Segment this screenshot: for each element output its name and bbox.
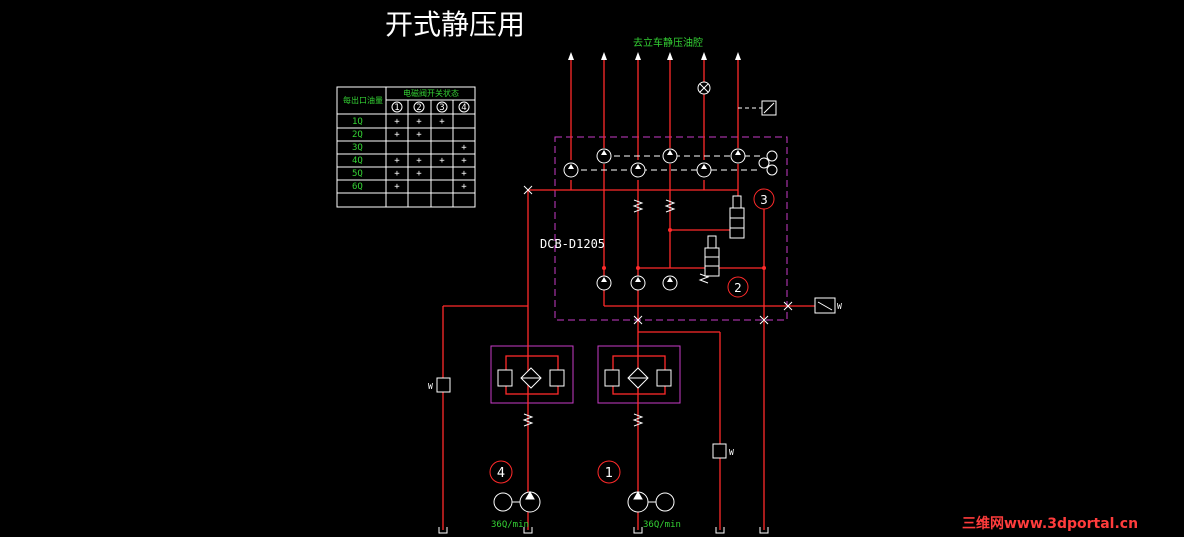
- divider-arrows-upper: [568, 150, 741, 169]
- table-cell: +: [416, 156, 422, 166]
- badge-3: 3: [753, 188, 775, 210]
- divider-arrows-lower: [601, 277, 673, 282]
- badge-2-label: 2: [734, 281, 742, 295]
- table-header-right: 电磁阀开关状态: [403, 88, 459, 98]
- table-cell: +: [439, 156, 445, 166]
- badge-2: 2: [727, 276, 749, 298]
- table-row-label: 5Q: [352, 169, 363, 179]
- drawing-title: 开式静压用: [385, 8, 525, 41]
- table-cell: +: [461, 169, 467, 179]
- badge-4-label: 4: [497, 466, 505, 481]
- badge-1: 1: [597, 460, 621, 484]
- table-cell: +: [461, 182, 467, 192]
- table-cell: +: [394, 169, 400, 179]
- check-valve-icons: [522, 199, 710, 427]
- table-cell: +: [461, 156, 467, 166]
- table-col-2: 2: [416, 103, 421, 113]
- filter-right-icon: [604, 367, 672, 389]
- flow-divider-row-lower: [596, 275, 678, 291]
- w-mark-bottom: W: [729, 448, 734, 457]
- table-valve-cols: 1 2 3 4: [391, 101, 470, 113]
- table-cell: +: [416, 130, 422, 140]
- table-cell: +: [394, 182, 400, 192]
- table-row-label: 2Q: [352, 130, 363, 140]
- drain-valve-left-icon: [436, 377, 451, 393]
- table-cell: +: [394, 117, 400, 127]
- table-header-left: 每出口油量: [343, 95, 383, 105]
- drain-valve-right-icon: [814, 297, 836, 314]
- outlet-arrows: [568, 52, 741, 60]
- badge-3-label: 3: [760, 193, 768, 207]
- flow-rate-right: 36Q/min: [643, 520, 681, 530]
- table-col-3: 3: [439, 103, 444, 113]
- solenoid-valve-2-icon: [704, 235, 720, 277]
- pressure-switch-icon: [738, 100, 777, 116]
- outlet-note: 去立车静压油腔: [633, 36, 703, 49]
- block-label: DCB-D1205: [540, 237, 605, 251]
- drain-valve-bottom-icon: [712, 443, 727, 459]
- badge-1-label: 1: [605, 466, 613, 481]
- pump-4-icon: [493, 490, 541, 513]
- table-row-label: 6Q: [352, 182, 363, 192]
- filter-frame-right: [597, 345, 681, 404]
- table-col-4: 4: [461, 103, 466, 113]
- table-row-label: 4Q: [352, 156, 363, 166]
- w-mark-left: W: [428, 382, 433, 391]
- tank-returns: [438, 527, 769, 534]
- pressure-gauge-icon: [697, 81, 711, 95]
- pump-1-icon: [627, 490, 675, 513]
- table-cell: +: [416, 117, 422, 127]
- pipe-network: [442, 58, 815, 530]
- flow-divider-row-upper: [563, 148, 778, 178]
- table-cell: +: [394, 156, 400, 166]
- valve-state-table: [336, 86, 476, 208]
- solenoid-valve-3-icon: [729, 195, 745, 239]
- table-row-label: 1Q: [352, 117, 363, 127]
- filter-frame-left: [490, 345, 574, 404]
- table-body: 1Q + + + 2Q + + 3Q + 4Q + + + + 5Q + + +…: [352, 117, 467, 192]
- filter-left-icon: [497, 367, 565, 389]
- table-row-label: 3Q: [352, 143, 363, 153]
- junction-dots: [602, 228, 766, 270]
- w-mark-right: W: [837, 302, 842, 311]
- valve-block-frame: [554, 136, 788, 321]
- table-cell: +: [461, 143, 467, 153]
- table-cell: +: [416, 169, 422, 179]
- badge-4: 4: [489, 460, 513, 484]
- flow-rate-left: 36Q/min: [491, 520, 529, 530]
- table-cell: +: [439, 117, 445, 127]
- table-col-1: 1: [394, 103, 399, 113]
- watermark: 三维网www.3dportal.cn: [962, 515, 1138, 532]
- pipe-cross-marks: [523, 185, 793, 325]
- table-cell: +: [394, 130, 400, 140]
